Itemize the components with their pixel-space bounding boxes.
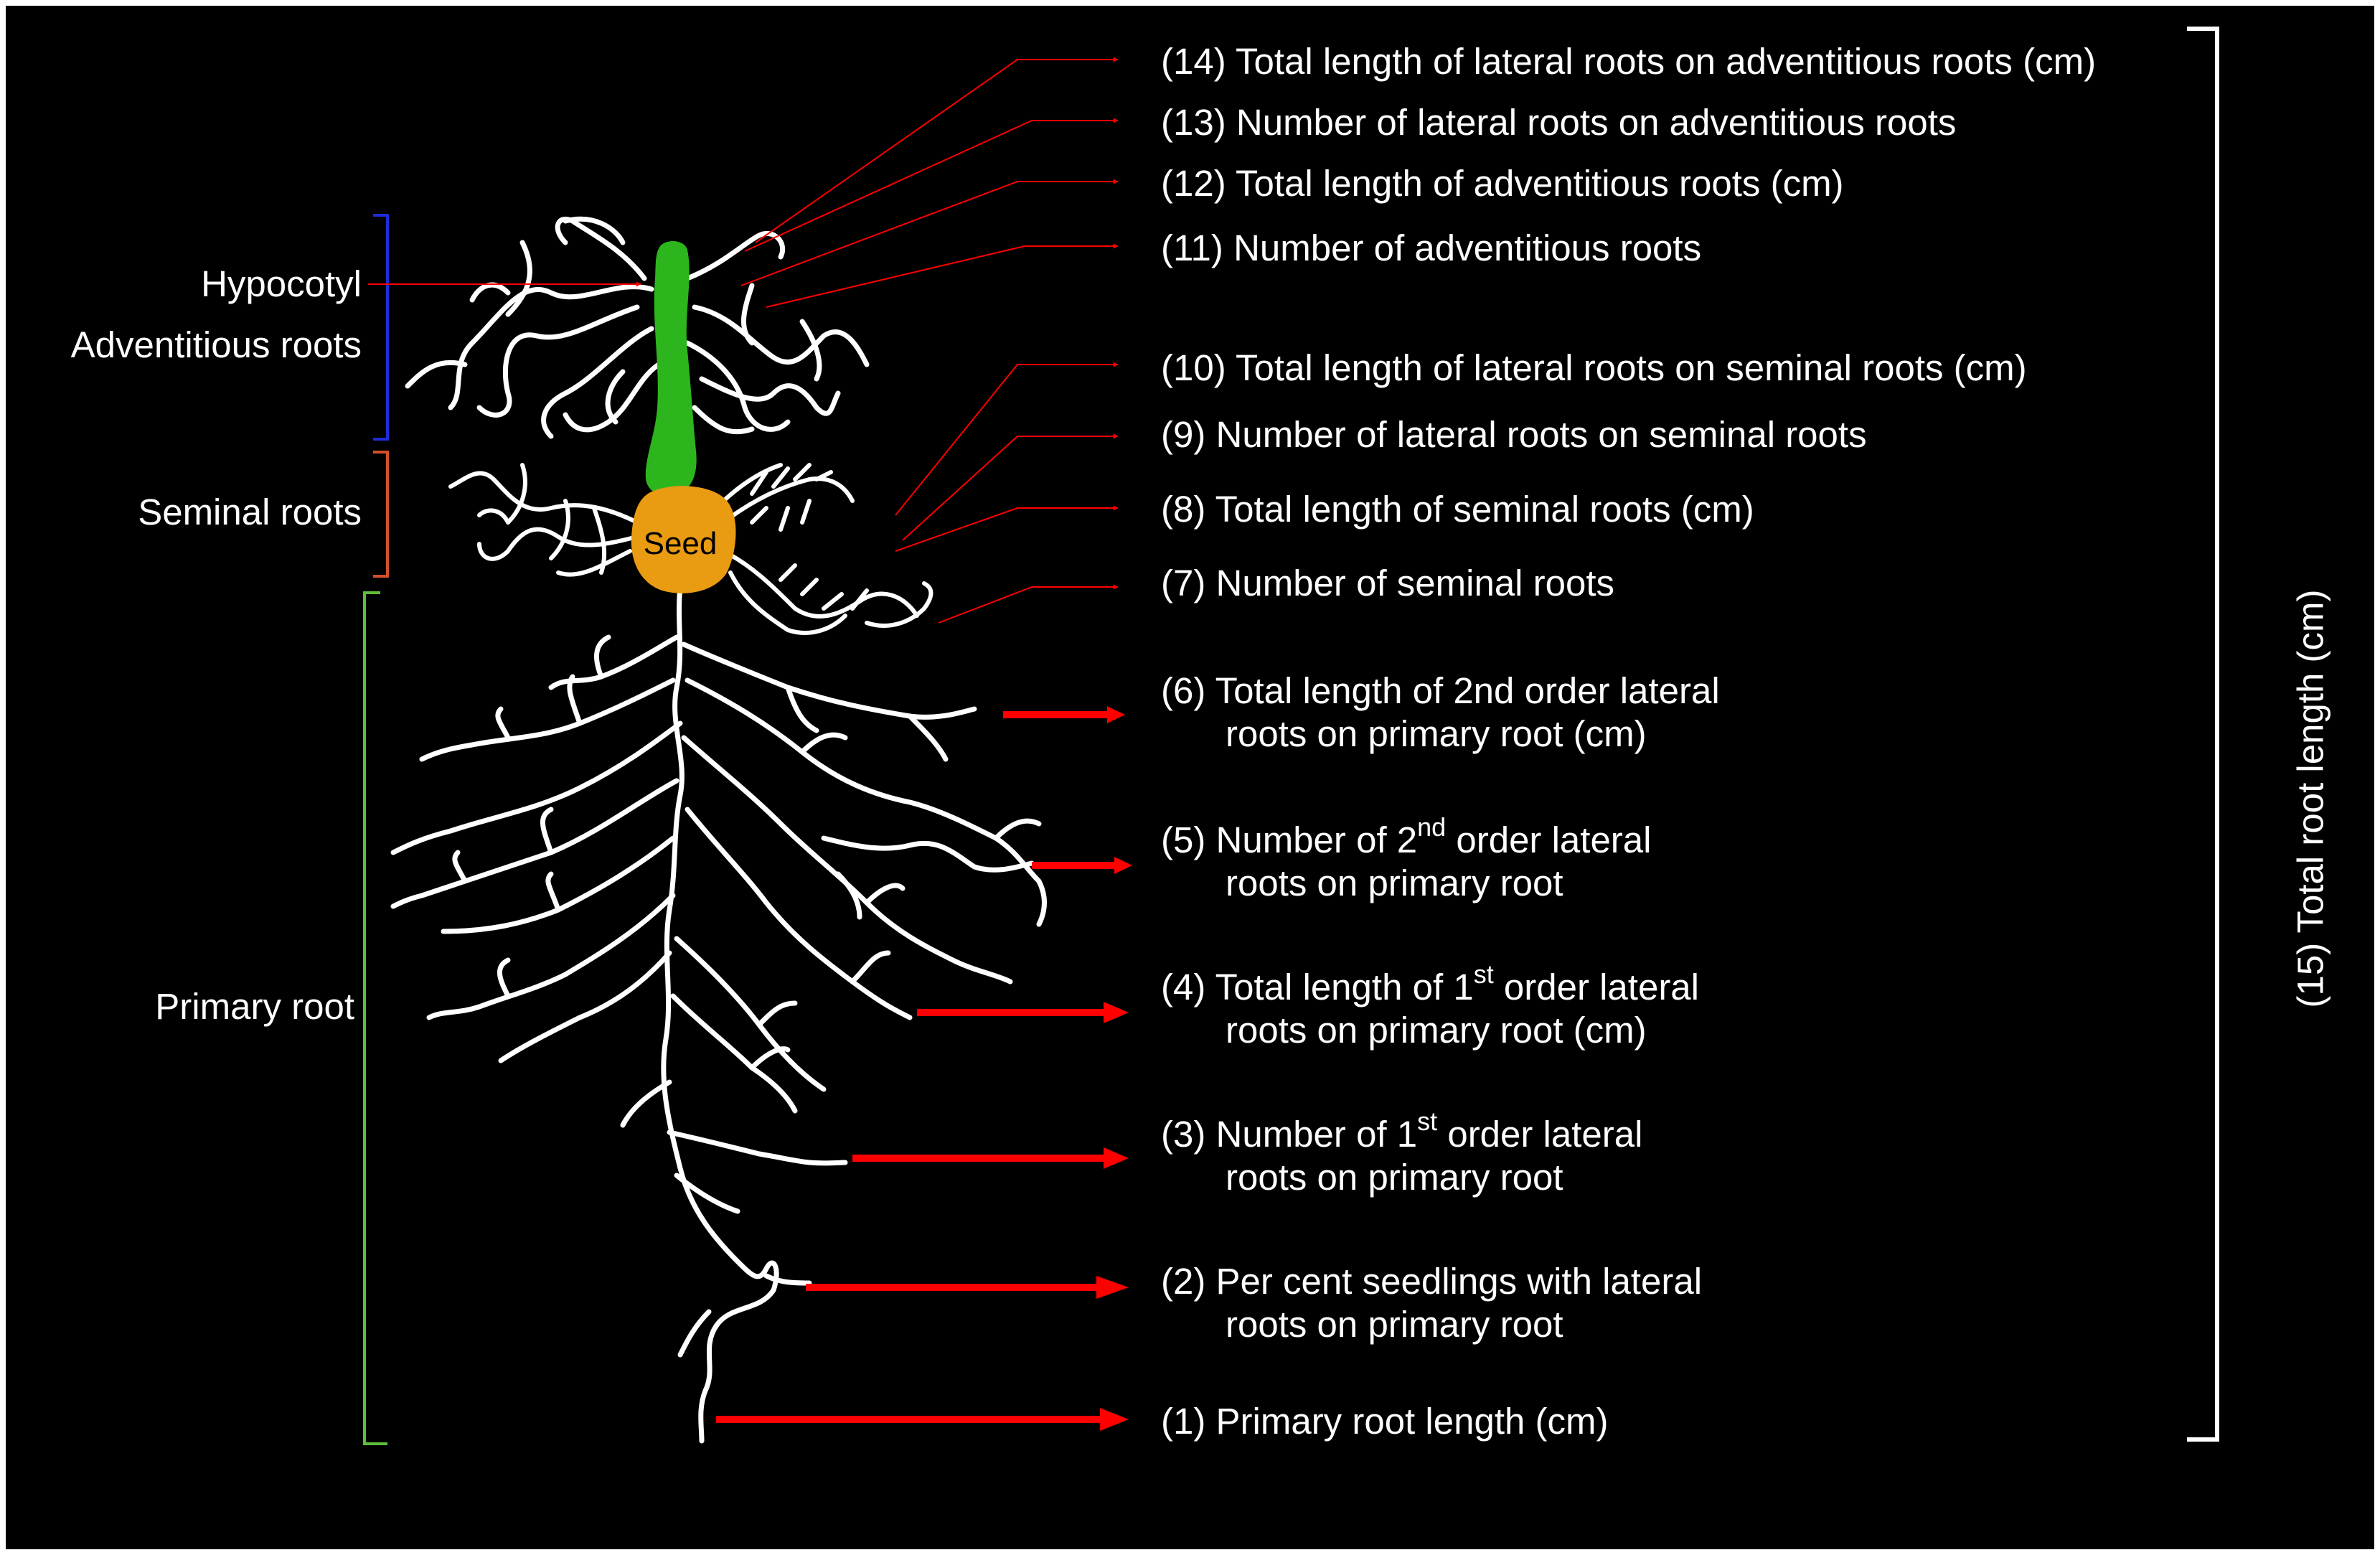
pointer-9 xyxy=(902,433,1119,541)
primary-root xyxy=(661,584,779,1444)
trait-6-line1: Total length of 2nd order lateral xyxy=(1215,670,1720,711)
pointer-12 xyxy=(740,179,1119,286)
pointer-13 xyxy=(744,118,1119,252)
trait-5: (5) Number of 2nd order lateral roots on… xyxy=(1161,814,1652,905)
trait-8-num: (8) xyxy=(1161,489,1206,530)
trait-3-post: order lateral xyxy=(1437,1114,1643,1155)
trait-4-num: (4) xyxy=(1161,967,1206,1007)
trait-6: (6) Total length of 2nd order lateral ro… xyxy=(1161,670,1720,756)
trait-5-pre: Number of 2 xyxy=(1215,819,1418,860)
trait-14: (14) Total length of lateral roots on ad… xyxy=(1161,40,2096,83)
total-root-length-label: (15) Total root length (cm) xyxy=(2290,589,2331,1008)
label-seminal-roots: Seminal roots xyxy=(138,492,362,532)
trait-1-num: (1) xyxy=(1161,1401,1206,1442)
trait-3: (3) Number of 1st order lateral roots on… xyxy=(1161,1109,1643,1199)
trait-2-line2: roots on primary root xyxy=(1226,1304,1563,1345)
trait-12-text: Total length of adventitious roots (cm) xyxy=(1235,163,1844,204)
trait-11-text: Number of adventitious roots xyxy=(1233,227,1702,268)
trait-5-num: (5) xyxy=(1161,819,1206,860)
trait-4-sup: st xyxy=(1473,959,1494,989)
pointer-10 xyxy=(895,362,1119,516)
trait-5-post: order lateral xyxy=(1446,819,1652,860)
trait-1: (1) Primary root length (cm) xyxy=(1161,1400,1608,1443)
trait-13-num: (13) xyxy=(1161,102,1226,143)
diagram-canvas: Hypocotyl Adventitious roots Seminal roo… xyxy=(6,6,2374,1549)
trait-12: (12) Total length of adventitious roots … xyxy=(1161,162,1844,205)
hypocotyl xyxy=(645,241,697,497)
primary-root-system xyxy=(390,584,1047,1444)
bracket-adventitious xyxy=(373,214,389,441)
trait-4-pre: Total length of 1 xyxy=(1215,967,1474,1007)
trait-12-num: (12) xyxy=(1161,163,1226,204)
trait-6-num: (6) xyxy=(1161,670,1206,711)
trait-11-num: (11) xyxy=(1161,227,1223,268)
root-diagram xyxy=(363,27,2219,1445)
label-hypocotyl: Hypocotyl xyxy=(201,263,362,304)
pointer-11 xyxy=(766,243,1119,308)
trait-4: (4) Total length of 1st order lateral ro… xyxy=(1161,962,1700,1052)
thick-arrows xyxy=(716,711,1121,1423)
trait-7: (7) Number of seminal roots xyxy=(1161,562,1614,605)
trait-4-post: order lateral xyxy=(1493,967,1700,1007)
trait-7-num: (7) xyxy=(1161,563,1206,603)
trait-9-text: Number of lateral roots on seminal roots xyxy=(1215,414,1867,455)
bracket-primary xyxy=(363,591,387,1445)
trait-1-text: Primary root length (cm) xyxy=(1215,1401,1609,1442)
pointer-7 xyxy=(938,584,1119,624)
trait-3-sup: st xyxy=(1417,1107,1438,1136)
pointer-14 xyxy=(755,57,1119,243)
pointer-lines xyxy=(368,57,1119,624)
trait-2-num: (2) xyxy=(1161,1261,1206,1302)
trait-3-line2: roots on primary root xyxy=(1226,1157,1563,1198)
bracket-total xyxy=(2187,27,2219,1442)
trait-10: (10) Total length of lateral roots on se… xyxy=(1161,347,2027,390)
bracket-seminal xyxy=(373,451,389,578)
trait-11: (11) Number of adventitious roots xyxy=(1161,227,1701,270)
trait-10-num: (10) xyxy=(1161,347,1226,388)
trait-5-line2: roots on primary root xyxy=(1226,863,1563,903)
trait-13: (13) Number of lateral roots on adventit… xyxy=(1161,101,1956,144)
trait-10-text: Total length of lateral roots on seminal… xyxy=(1235,347,2027,388)
arrow-heads xyxy=(1096,706,1132,1431)
trait-13-text: Number of lateral roots on adventitious … xyxy=(1236,102,1957,143)
trait-2-line1: Per cent seedlings with lateral xyxy=(1215,1261,1703,1302)
pointer-8 xyxy=(895,505,1119,552)
trait-3-pre: Number of 1 xyxy=(1215,1114,1418,1155)
trait-14-num: (14) xyxy=(1161,41,1226,82)
adventitious-roots xyxy=(405,216,870,439)
label-adventitious-roots: Adventitious roots xyxy=(70,324,362,365)
seed-label: Seed xyxy=(643,526,718,561)
seed xyxy=(631,486,736,593)
trait-2: (2) Per cent seedlings with lateral root… xyxy=(1161,1260,1702,1346)
trait-14-text: Total length of lateral roots on adventi… xyxy=(1235,41,2097,82)
trait-5-sup: nd xyxy=(1417,812,1447,842)
label-primary-root: Primary root xyxy=(155,986,354,1027)
trait-7-text: Number of seminal roots xyxy=(1215,563,1615,603)
trait-4-line2: roots on primary root (cm) xyxy=(1226,1010,1647,1051)
trait-6-line2: roots on primary root (cm) xyxy=(1226,713,1647,754)
trait-8-text: Total length of seminal roots (cm) xyxy=(1215,489,1754,530)
trait-3-num: (3) xyxy=(1161,1114,1206,1155)
trait-9-num: (9) xyxy=(1161,414,1206,455)
trait-8: (8) Total length of seminal roots (cm) xyxy=(1161,488,1754,531)
trait-9: (9) Number of lateral roots on seminal r… xyxy=(1161,413,1867,456)
